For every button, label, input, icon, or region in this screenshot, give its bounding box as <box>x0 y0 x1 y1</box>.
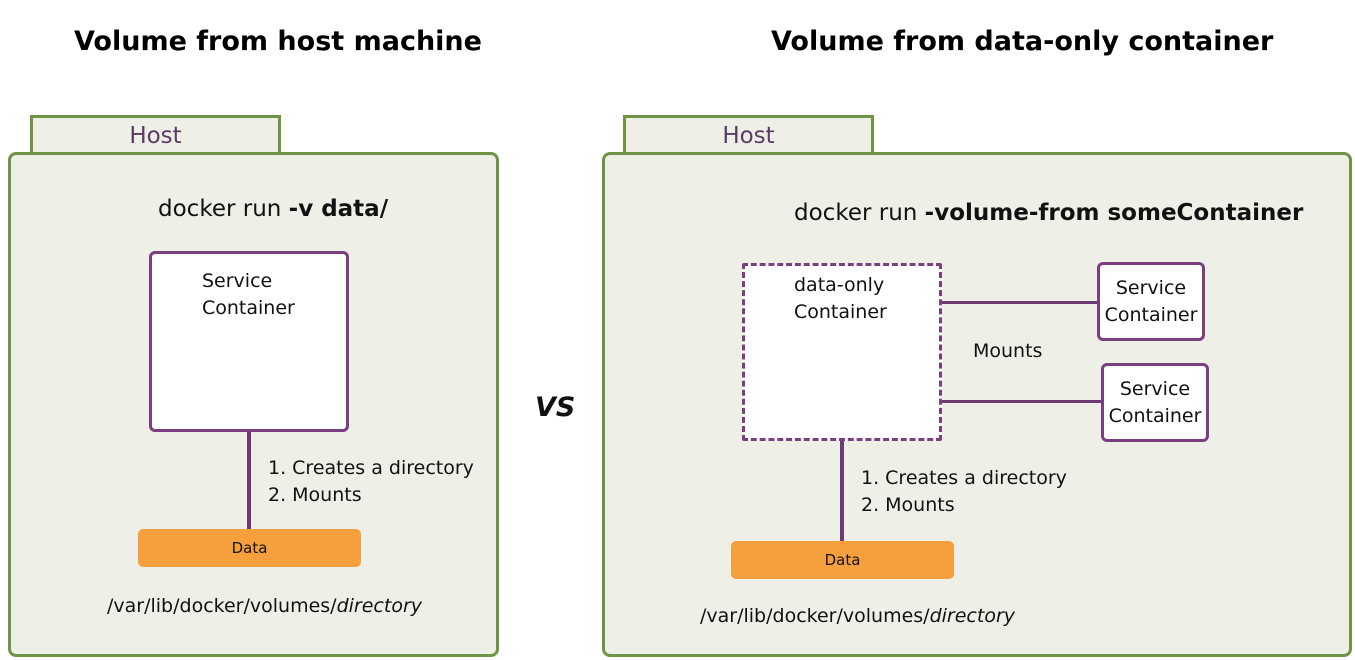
right-steps: 1. Creates a directory 2. Mounts <box>861 465 1067 519</box>
right-mount-line <box>840 441 844 541</box>
mount-connector-1 <box>942 301 1099 304</box>
right-service-2-line2: Container <box>1108 405 1202 427</box>
left-mount-line <box>247 432 251 529</box>
right-service-container-2: Service Container <box>1101 363 1209 442</box>
right-host-tab: Host <box>623 115 874 155</box>
data-only-label-line1: data-only <box>794 274 885 296</box>
mount-connector-2 <box>942 400 1103 403</box>
vs-label: VS <box>535 392 576 423</box>
left-title: Volume from host machine <box>74 26 482 57</box>
right-service-1-line2: Container <box>1104 304 1198 326</box>
right-volume-path: /var/lib/docker/volumes/directory <box>700 605 1015 627</box>
left-host-tab-label: Host <box>129 123 182 149</box>
left-step-1: 1. Creates a directory <box>268 457 474 479</box>
left-step-2: 2. Mounts <box>268 484 362 506</box>
left-command: docker run -v data/ <box>158 196 388 222</box>
right-step-1: 1. Creates a directory <box>861 467 1067 489</box>
left-path-prefix: /var/lib/docker/volumes/ <box>107 595 337 617</box>
right-path-prefix: /var/lib/docker/volumes/ <box>700 605 930 627</box>
left-path-suffix: directory <box>336 595 422 617</box>
right-data-volume: Data <box>731 541 954 579</box>
right-host-tab-label: Host <box>722 123 775 149</box>
right-command-prefix: docker run <box>794 200 925 226</box>
left-host-tab: Host <box>30 115 281 155</box>
left-data-volume: Data <box>138 529 361 567</box>
right-service-1-line1: Service <box>1115 277 1187 299</box>
left-command-flag: -v data/ <box>288 196 389 222</box>
right-service-container-1: Service Container <box>1097 262 1205 341</box>
right-command-flag: -volume-from someContainer <box>924 200 1304 226</box>
left-data-label: Data <box>231 539 268 557</box>
right-service-2-line1: Service <box>1119 378 1191 400</box>
right-host-panel <box>602 152 1352 657</box>
left-service-label-line1: Service <box>202 270 273 292</box>
right-command: docker run -volume-from someContainer <box>794 200 1303 226</box>
left-service-container: Service Container <box>149 251 349 432</box>
right-path-suffix: directory <box>929 605 1015 627</box>
right-data-label: Data <box>824 551 861 569</box>
left-service-label-line2: Container <box>202 297 295 319</box>
left-steps: 1. Creates a directory 2. Mounts <box>268 455 474 509</box>
right-step-2: 2. Mounts <box>861 494 955 516</box>
right-title: Volume from data-only container <box>771 26 1274 57</box>
data-only-label-line2: Container <box>794 301 887 323</box>
mounts-label: Mounts <box>973 340 1043 362</box>
data-only-container: data-only Container <box>742 263 942 441</box>
left-volume-path: /var/lib/docker/volumes/directory <box>107 595 422 617</box>
left-command-prefix: docker run <box>158 196 289 222</box>
